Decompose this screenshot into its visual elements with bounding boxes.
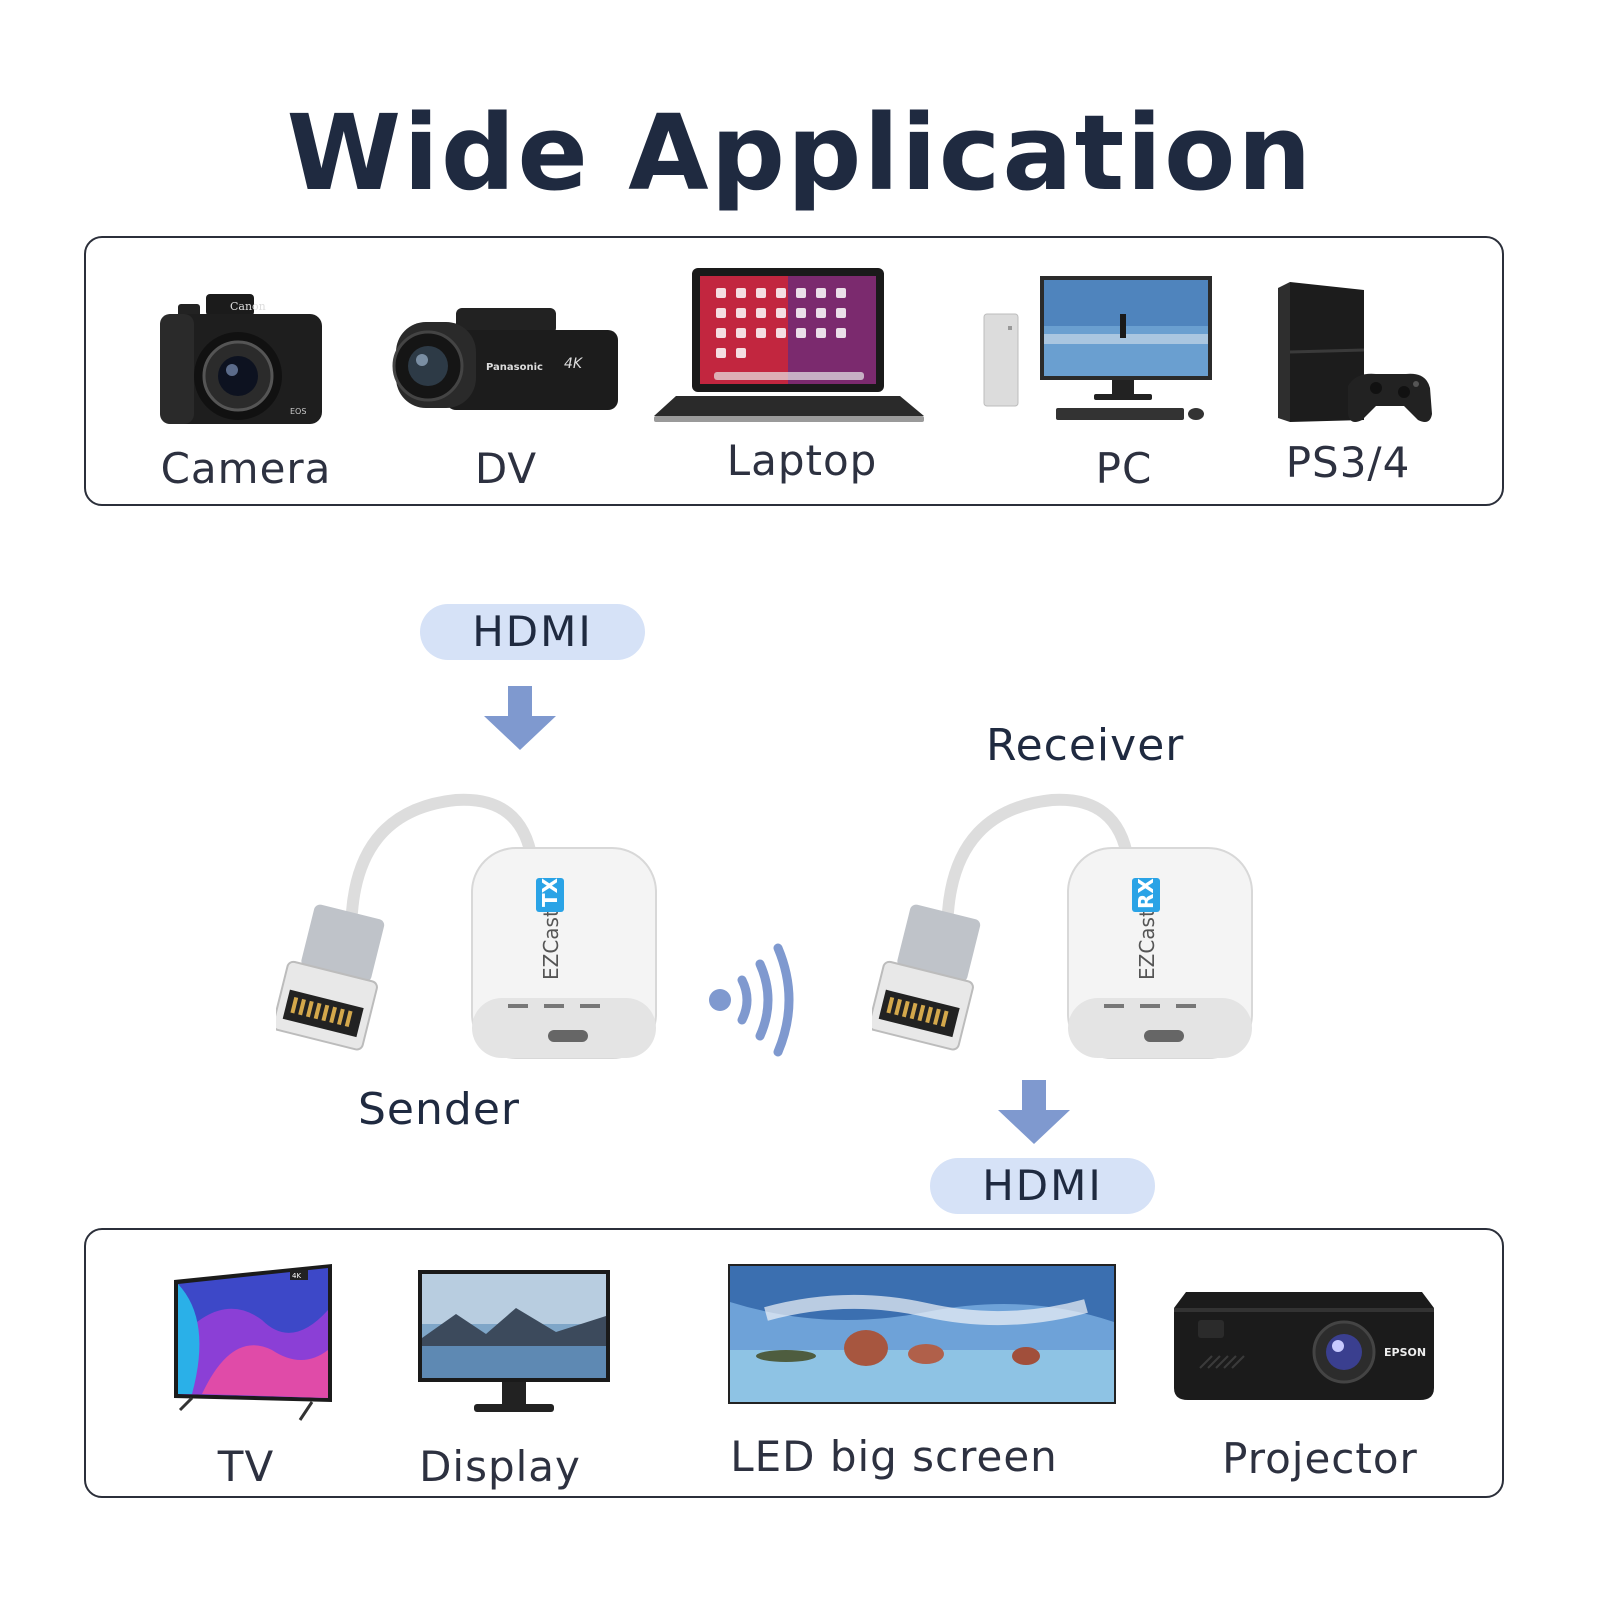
output-devices-panel: 4K TV Display LED big screen — [84, 1228, 1504, 1498]
svg-text:EOS: EOS — [290, 407, 306, 416]
projector-icon: EPSON — [1174, 1292, 1434, 1400]
source-label-ps: PS3/4 — [1285, 438, 1411, 487]
source-devices-panel: Canon EOS Camera Panasonic 4K DV Laptop — [84, 236, 1504, 506]
sender-tag-text: TX — [538, 877, 562, 907]
source-label-pc: PC — [1095, 444, 1153, 493]
output-label-led-screen: LED big screen — [730, 1432, 1058, 1481]
tv-icon: 4K — [174, 1264, 332, 1421]
game-console-icon — [1278, 282, 1432, 422]
input-down-arrow-icon — [484, 686, 556, 750]
desktop-pc-icon — [983, 276, 1212, 420]
receiver-tag-text: RX — [1134, 878, 1158, 909]
monitor-icon — [418, 1270, 610, 1412]
source-label-camera: Camera — [160, 444, 332, 493]
svg-text:4K: 4K — [564, 356, 584, 372]
sender-label: Sender — [358, 1084, 520, 1135]
camera-icon: Canon EOS — [160, 294, 322, 424]
page-title: Wide Application — [286, 92, 1314, 214]
wireless-signal-icon — [709, 943, 794, 1057]
output-hdmi-badge: HDMI — [930, 1158, 1155, 1214]
source-label-laptop: Laptop — [726, 436, 878, 485]
receiver-dongle-icon: EZCast RX — [872, 793, 1253, 1059]
output-down-arrow-icon — [998, 1080, 1070, 1144]
sender-dongle-icon: EZCast TX — [276, 793, 657, 1059]
output-label-display: Display — [419, 1442, 581, 1491]
laptop-icon — [654, 268, 924, 422]
input-hdmi-badge: HDMI — [420, 604, 645, 660]
svg-text:Panasonic: Panasonic — [486, 362, 543, 373]
tv-4k-badge: 4K — [292, 1272, 301, 1280]
source-label-dv: DV — [474, 444, 538, 493]
projector-brand: EPSON — [1384, 1346, 1426, 1359]
camcorder-icon: Panasonic 4K — [392, 308, 618, 410]
receiver-label: Receiver — [986, 720, 1185, 771]
led-screen-icon — [728, 1264, 1116, 1404]
sender-brand-text: EZCast — [539, 909, 563, 980]
output-label-projector: Projector — [1222, 1434, 1418, 1483]
svg-text:Canon: Canon — [230, 300, 266, 313]
output-label-tv: TV — [217, 1442, 275, 1491]
receiver-brand-text: EZCast — [1135, 909, 1159, 980]
